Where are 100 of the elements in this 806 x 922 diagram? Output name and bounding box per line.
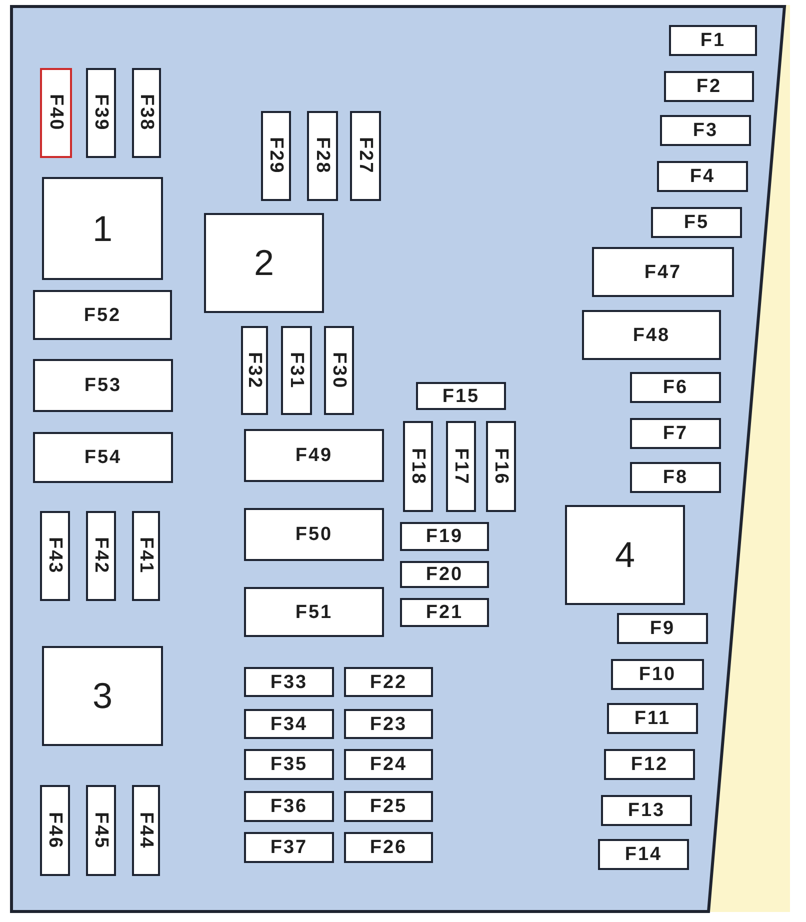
fuse-slot xyxy=(660,115,751,146)
fuse-number: F45 xyxy=(92,812,110,850)
fuse-slot xyxy=(400,561,489,588)
fuse-number: F23 xyxy=(370,714,408,734)
fuse-number: F53 xyxy=(84,376,122,395)
fuse-number: F38 xyxy=(137,94,156,132)
fuse-slot xyxy=(664,71,754,102)
fuse-number: F43 xyxy=(46,537,64,575)
fuse-slot xyxy=(86,785,116,876)
fuse-number: F12 xyxy=(630,755,668,774)
fuse-slot xyxy=(132,785,160,876)
fuse-number: F31 xyxy=(287,352,306,390)
fuse-number: F6 xyxy=(662,378,688,397)
fuse-slot xyxy=(244,791,334,822)
fuse-slot xyxy=(40,511,70,601)
fuse-number: F47 xyxy=(644,262,682,282)
fuse-slot xyxy=(244,749,334,780)
fuse-slot xyxy=(657,161,748,192)
fuse-slot xyxy=(244,709,334,739)
fuse-number: F5 xyxy=(684,213,710,232)
fuse-number: F52 xyxy=(84,306,122,324)
fuse-slot xyxy=(604,749,695,780)
fuse-number: F4 xyxy=(690,167,716,186)
fuse-number: F2 xyxy=(696,77,722,96)
fuse-slot xyxy=(244,508,384,561)
fuse-number: F33 xyxy=(270,672,308,692)
fuse-number: F15 xyxy=(442,386,480,406)
fuse-number: F40 xyxy=(46,94,66,132)
fuse-number: F46 xyxy=(46,812,64,850)
fuse-slot xyxy=(416,382,506,410)
fuse-number: F48 xyxy=(632,326,670,344)
fuse-slot xyxy=(611,659,704,690)
fuse-number: F3 xyxy=(692,121,718,140)
fuse-slot xyxy=(669,25,757,56)
fuse-number: F19 xyxy=(426,527,464,546)
relay-slot xyxy=(42,646,163,746)
fuse-number: F44 xyxy=(136,812,156,850)
fuse-slot xyxy=(281,326,312,415)
fuse-slot xyxy=(344,832,433,863)
fuse-slot xyxy=(630,372,721,403)
fuse-number: F24 xyxy=(370,755,408,774)
fuse-number: F42 xyxy=(92,537,110,575)
fuse-slot xyxy=(307,111,338,201)
fuse-number: F50 xyxy=(295,525,333,544)
fuse-slot xyxy=(40,68,72,158)
relay-number: 2 xyxy=(254,245,274,281)
fuse-slot xyxy=(350,111,381,201)
fuse-number: F41 xyxy=(136,537,156,575)
fuse-slot xyxy=(344,709,433,739)
fuse-number: F49 xyxy=(295,446,333,465)
fuse-slot xyxy=(241,326,268,415)
fuse-slot xyxy=(33,359,173,412)
fuse-number: F21 xyxy=(426,603,464,622)
fuse-number: F13 xyxy=(628,801,666,820)
fuse-number: F35 xyxy=(270,755,308,774)
fuse-number: F16 xyxy=(492,448,510,486)
fuse-slot xyxy=(630,418,721,449)
fuse-slot xyxy=(132,511,160,601)
fuse-number: F26 xyxy=(370,838,408,857)
fuse-number: F20 xyxy=(426,565,464,584)
fuse-slot xyxy=(344,667,433,697)
fuse-number: F27 xyxy=(356,137,375,175)
fuse-slot xyxy=(244,429,384,482)
fuse-slot xyxy=(344,791,433,822)
fuse-number: F30 xyxy=(330,352,348,390)
fuse-slot xyxy=(86,511,116,601)
fuse-slot xyxy=(244,667,334,697)
fuse-number: F14 xyxy=(624,845,662,864)
fuse-box-panel xyxy=(10,5,786,913)
fuse-slot xyxy=(244,832,334,863)
fuse-slot xyxy=(446,421,476,512)
fuse-slot xyxy=(400,598,489,627)
fuse-number: F11 xyxy=(634,709,671,728)
fuse-slot xyxy=(324,326,354,415)
fuse-slot xyxy=(486,421,516,512)
fuse-slot xyxy=(400,522,489,551)
fuse-number: F32 xyxy=(245,352,264,390)
fuse-number: F29 xyxy=(266,137,286,175)
relay-slot xyxy=(204,213,324,313)
fuse-slot xyxy=(403,421,433,512)
fuse-number: F54 xyxy=(84,448,122,467)
fuse-slot xyxy=(651,207,742,238)
fuse-slot xyxy=(33,432,173,483)
fuse-number: F22 xyxy=(370,672,408,692)
fuse-number: F34 xyxy=(270,714,308,734)
relay-slot xyxy=(42,177,163,280)
relay-slot xyxy=(565,505,685,605)
fuse-number: F51 xyxy=(295,602,333,622)
fuse-number: F36 xyxy=(270,797,308,816)
fuse-number: F39 xyxy=(92,94,110,132)
fuse-number: F18 xyxy=(408,448,428,486)
fuse-number: F8 xyxy=(662,468,688,487)
fuse-number: F17 xyxy=(452,448,470,486)
fuse-slot xyxy=(40,785,70,876)
fuse-number: F9 xyxy=(650,619,676,638)
fuse-slot xyxy=(592,247,734,297)
fuse-number: F25 xyxy=(370,797,408,816)
fuse-slot xyxy=(132,68,161,158)
fuse-slot xyxy=(86,68,116,158)
fuse-slot xyxy=(630,462,721,493)
